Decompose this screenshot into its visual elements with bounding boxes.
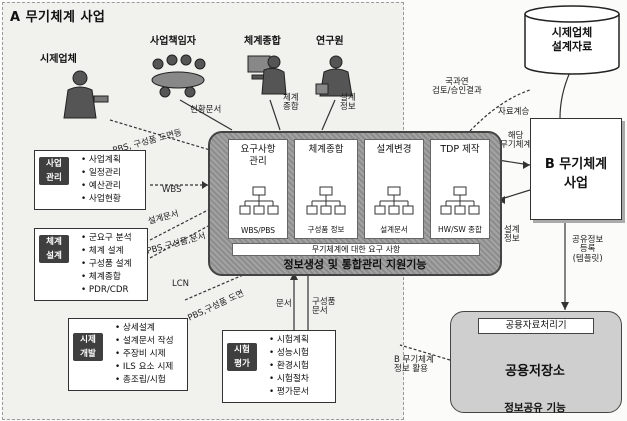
tree-icon — [306, 186, 346, 215]
list-item: 성능시험 — [269, 347, 331, 360]
flow-label-status-report: 현황문서 — [190, 105, 222, 115]
central-integration-platform: 요구사항 관리 WBS/PBS 체계종합 구성품 정보 설계변경 설계문서 TD… — [208, 131, 502, 276]
flow-label-data-transfer: 자료계승 — [498, 107, 530, 117]
tree-icon — [239, 186, 279, 215]
system-integration-cell-sub: 구성품 정보 — [307, 225, 345, 234]
list-item: 상세설계 — [115, 322, 183, 335]
worker-icon — [63, 70, 109, 119]
project-management-box: 사업 관리 사업계획 일정관리 예산관리 사업현황 — [34, 150, 146, 211]
system-integration-cell: 체계종합 구성품 정보 — [294, 139, 358, 239]
researcher-icon — [315, 55, 353, 97]
list-item: 시험절차 — [269, 373, 331, 386]
team-meeting-icon — [151, 54, 206, 98]
shared-storage-footer: 정보공유 기능 — [504, 402, 566, 414]
tdp-cell-title: TDP 제작 — [440, 144, 480, 155]
list-item: PDR/CDR — [81, 284, 143, 297]
trial-development-tag: 시제 개발 — [73, 333, 103, 361]
list-item: 체계 설계 — [81, 245, 143, 258]
engineer-computer-icon — [247, 55, 287, 95]
requirements-cell-title: 요구사항 관리 — [240, 144, 276, 167]
test-evaluation-tag: 시험 평가 — [227, 343, 257, 371]
list-item: ILS 요소 시제 — [115, 361, 183, 374]
list-item: 구성품 설계 — [81, 258, 143, 271]
flow-label-b-utilization: B 무기체계 정보 활용 — [394, 355, 434, 375]
trial-docs-title: 시제업체 설계자료 — [551, 26, 593, 53]
list-item: 군요구 분석 — [81, 232, 143, 245]
tree-icon — [374, 186, 414, 215]
design-change-cell: 설계변경 설계문서 — [364, 139, 424, 239]
flow-label-document: 문서 — [276, 299, 292, 309]
actor-project-manager-label: 사업책임자 — [150, 36, 196, 47]
list-item: 체계종합 — [81, 271, 143, 284]
b-project-title: B 무기체계 사업 — [544, 157, 608, 191]
list-item: 시험계획 — [269, 334, 331, 347]
trial-development-box: 시제 개발 상세설계 설계문서 작성 주장비 시제 ILS 요소 시제 총조립/… — [68, 318, 188, 392]
list-item: 예산관리 — [81, 180, 141, 193]
flow-label-component-document: 구성품 문서 — [312, 297, 336, 317]
central-footer: 정보생성 및 통합관리 지원기능 — [283, 258, 427, 271]
shared-storage-title: 공용저장소 — [505, 364, 565, 379]
list-item: 주장비 시제 — [115, 348, 183, 361]
flow-label-design-info: 설계 정보 — [340, 93, 356, 113]
requirements-cell-sub: WBS/PBS — [240, 226, 275, 235]
list-item: 평가문서 — [269, 386, 331, 399]
system-design-tag: 체계 설계 — [39, 235, 69, 263]
flow-label-shared-registration: 공유정보 등록 (템플릿) — [572, 235, 604, 264]
tdp-cell-sub: HW/SW 종합 — [438, 225, 482, 234]
actor-system-engineering-label: 체계종합 — [244, 36, 281, 47]
requirements-cell: 요구사항 관리 WBS/PBS — [228, 139, 288, 239]
flow-label-lcn: LCN — [172, 279, 190, 289]
actor-trial-company-label: 시제업체 — [40, 54, 77, 65]
trial-docs-database-icon — [524, 5, 620, 75]
list-item: 사업계획 — [81, 154, 141, 167]
test-evaluation-box: 시험 평가 시험계획 성능시험 환경시험 시험절차 평가문서 — [222, 330, 336, 404]
list-item: 설계문서 작성 — [115, 335, 183, 348]
flow-label-national-review: 국과연 검토/승인결과 — [432, 77, 482, 97]
system-design-box: 체계 설계 군요구 분석 체계 설계 구성품 설계 체계종합 PDR/CDR — [34, 228, 148, 302]
flow-label-system-integration: 체계 종합 — [283, 93, 299, 113]
flow-label-corresponding-system: 해당 무기체계 — [500, 131, 532, 151]
list-item: 사업현황 — [81, 193, 141, 206]
b-project-box: B 무기체계 사업 — [530, 118, 622, 220]
project-management-tag: 사업 관리 — [39, 157, 69, 185]
list-item: 일정관리 — [81, 167, 141, 180]
flow-label-wbs: WBS — [162, 185, 182, 195]
list-item: 총조립/시험 — [115, 374, 183, 387]
shared-processor-label: 공용자료처리기 — [478, 318, 594, 334]
design-change-cell-title: 설계변경 — [376, 144, 412, 155]
actor-researcher-label: 연구원 — [316, 36, 344, 47]
system-integration-cell-title: 체계종합 — [308, 144, 344, 155]
region-a-title: A 무기체계 사업 — [10, 10, 106, 25]
tree-icon — [440, 186, 480, 215]
design-change-cell-sub: 설계문서 — [380, 225, 408, 234]
tdp-cell: TDP 제작 HW/SW 종합 — [430, 139, 490, 239]
flow-label-design-info-b: 설계 정보 — [504, 225, 520, 245]
requirements-bar: 무기체계에 대한 요구 사항 — [232, 243, 480, 256]
list-item: 환경시험 — [269, 360, 331, 373]
